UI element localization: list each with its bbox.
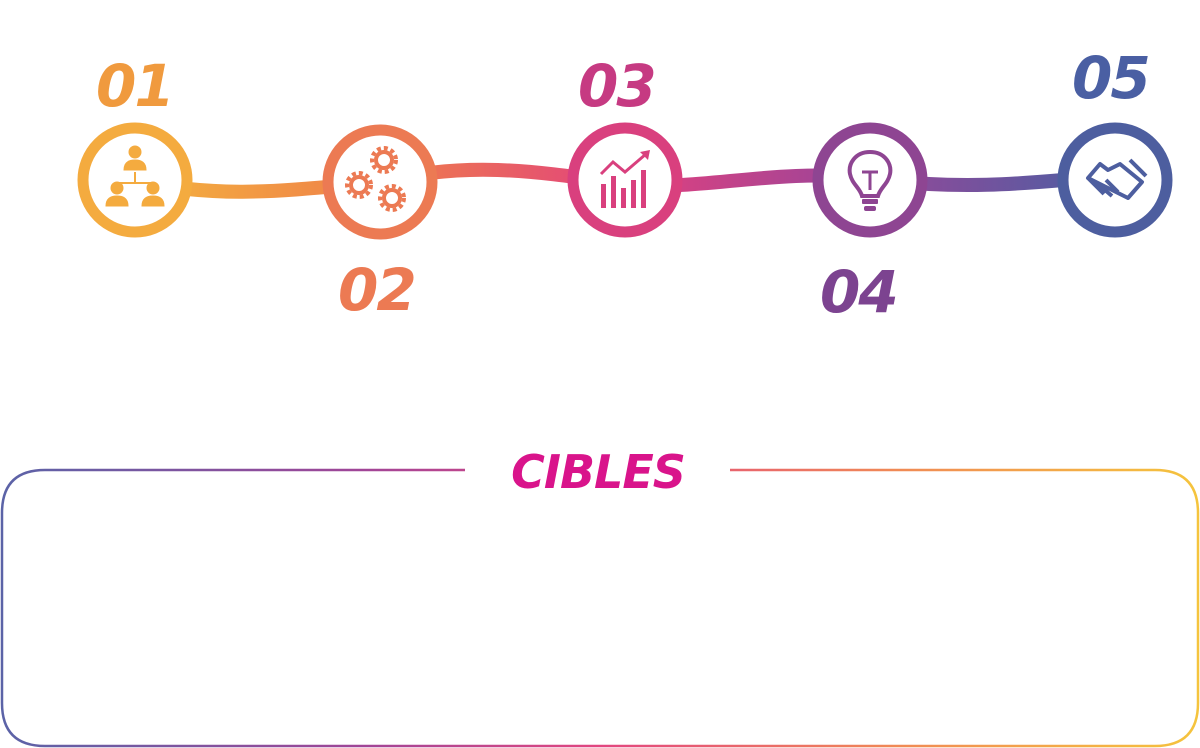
step-2: 02	[322, 124, 438, 324]
step-2-ring	[322, 124, 438, 240]
targets-frame	[0, 468, 1200, 748]
growth-chart-icon	[599, 150, 650, 208]
handshake-icon	[1086, 158, 1148, 200]
step-3-ring	[567, 122, 683, 238]
targets-box: CIBLES	[0, 445, 1200, 748]
step-4: 04	[812, 122, 928, 326]
step-3: 03	[567, 52, 683, 238]
step-1-number: 01	[96, 52, 173, 120]
step-3-number: 03	[578, 52, 655, 120]
step-5-ring	[1057, 122, 1173, 238]
gears-icon	[345, 146, 406, 212]
lightbulb-icon	[847, 149, 893, 211]
step-2-number: 02	[338, 256, 415, 324]
team-hierarchy-icon	[105, 145, 165, 207]
step-1: 01	[77, 52, 193, 238]
step-4-number: 04	[820, 258, 897, 326]
step-5: 05	[1057, 44, 1173, 238]
targets-title: CIBLES	[511, 445, 685, 499]
step-5-number: 05	[1072, 44, 1149, 112]
